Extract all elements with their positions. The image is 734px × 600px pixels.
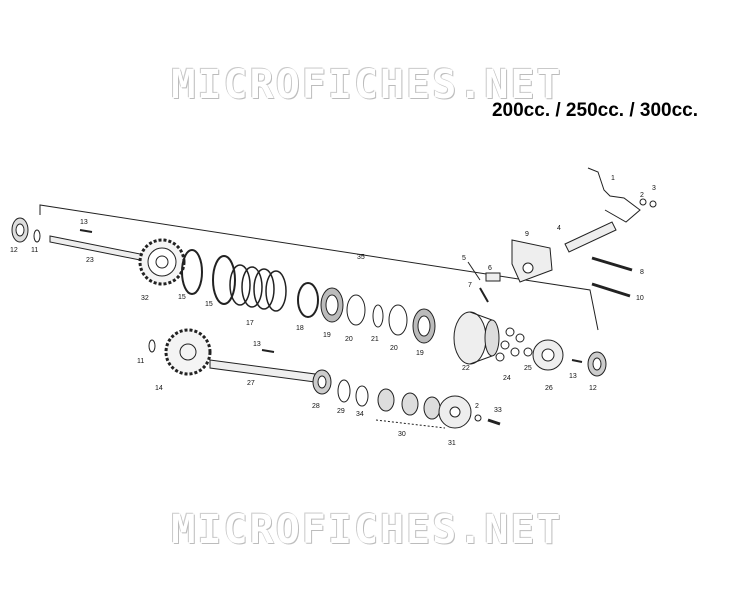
callout-34: 34 [356, 411, 364, 418]
bearing-12-right [587, 351, 607, 377]
bracket-9 [511, 239, 553, 283]
pin-13-right [571, 359, 583, 363]
callout-2: 2 [640, 192, 644, 199]
callout-7: 7 [468, 282, 472, 289]
callout-3: 3 [652, 185, 656, 192]
nut-3 [649, 200, 657, 208]
gear-32 [138, 238, 186, 286]
bolt-10 [591, 282, 631, 298]
washer-20b [388, 304, 408, 336]
bearing-28 [312, 369, 332, 395]
impeller-31 [438, 395, 472, 429]
washer-2-top [639, 198, 647, 206]
gear-14 [164, 328, 212, 376]
spring-17 [229, 264, 287, 312]
bolt-8 [591, 256, 633, 272]
callout-32: 32 [141, 295, 149, 302]
pin-7 [479, 287, 489, 303]
watermark-bottom: MICROFICHES.NET [171, 507, 563, 553]
callout-11-lower: 11 [137, 358, 144, 365]
bearing-12-left [11, 217, 29, 243]
leader-5 [467, 261, 481, 281]
washer-18 [297, 282, 319, 318]
callout-33: 33 [494, 407, 502, 414]
callout-29: 29 [337, 408, 345, 415]
watermark-top: MICROFICHES.NET [171, 62, 563, 108]
ball-25 [523, 347, 533, 357]
pin-13-top [79, 229, 93, 233]
callout-25: 25 [524, 365, 532, 372]
washer-34 [355, 385, 369, 407]
callout-24: 24 [503, 375, 511, 382]
callout-30: 30 [398, 431, 406, 438]
callout-20a: 20 [345, 336, 353, 343]
callout-5: 5 [462, 255, 466, 262]
callout-18: 18 [296, 325, 304, 332]
callout-9: 9 [525, 231, 529, 238]
shaft-27 [209, 359, 331, 385]
shaft-4 [564, 221, 617, 253]
shaft-23 [49, 235, 151, 263]
bearing-19b [412, 308, 436, 344]
ring-15b [212, 255, 236, 305]
circlip-29 [337, 379, 351, 403]
callout-12-right: 12 [589, 385, 597, 392]
circlip-11-lower [148, 339, 156, 353]
block-6 [485, 272, 501, 282]
balls-24 [495, 327, 525, 362]
callout-4: 4 [557, 225, 561, 232]
callout-31: 31 [448, 440, 456, 447]
callout-20b: 20 [390, 345, 398, 352]
callout-14: 14 [155, 385, 163, 392]
screw-33 [487, 418, 501, 426]
pin-13-lower [261, 349, 275, 353]
callout-13-lower: 13 [253, 341, 261, 348]
callout-8: 8 [640, 269, 644, 276]
callout-13-top: 13 [80, 219, 88, 226]
callout-11-top: 11 [31, 247, 38, 254]
callout-26: 26 [545, 385, 553, 392]
callout-10: 10 [636, 295, 644, 302]
callout-labels: 1 2 3 4 9 5 6 7 8 10 12 11 13 23 32 15 1… [10, 175, 656, 447]
callout-12-left: 12 [10, 247, 18, 254]
seals-30 [375, 388, 446, 429]
callout-21: 21 [371, 336, 379, 343]
drum-22 [453, 311, 500, 365]
washer-2-lower [474, 414, 482, 422]
callout-27: 27 [247, 380, 255, 387]
engine-variants-label: 200cc. / 250cc. / 300cc. [491, 100, 698, 121]
callout-2-lower: 2 [475, 403, 479, 410]
callout-15a: 15 [178, 294, 186, 301]
washer-20a [346, 294, 366, 326]
callout-13-right: 13 [569, 373, 577, 380]
assembly-bracket-line [39, 204, 599, 331]
ramp-plate-26 [532, 339, 564, 371]
callout-19a: 19 [323, 332, 331, 339]
lever-1 [587, 167, 641, 223]
callout-1: 1 [611, 175, 615, 182]
callout-15b: 15 [205, 301, 213, 308]
callout-28: 28 [312, 403, 320, 410]
ring-15a [181, 249, 203, 295]
callout-6: 6 [488, 265, 492, 272]
bearing-19a [320, 287, 344, 323]
callout-35: 35 [357, 254, 365, 261]
callout-19b: 19 [416, 350, 424, 357]
ring-21 [372, 304, 384, 328]
callout-22: 22 [462, 365, 470, 372]
circlip-11 [33, 229, 41, 243]
callout-17: 17 [246, 320, 254, 327]
callout-23: 23 [86, 257, 94, 264]
